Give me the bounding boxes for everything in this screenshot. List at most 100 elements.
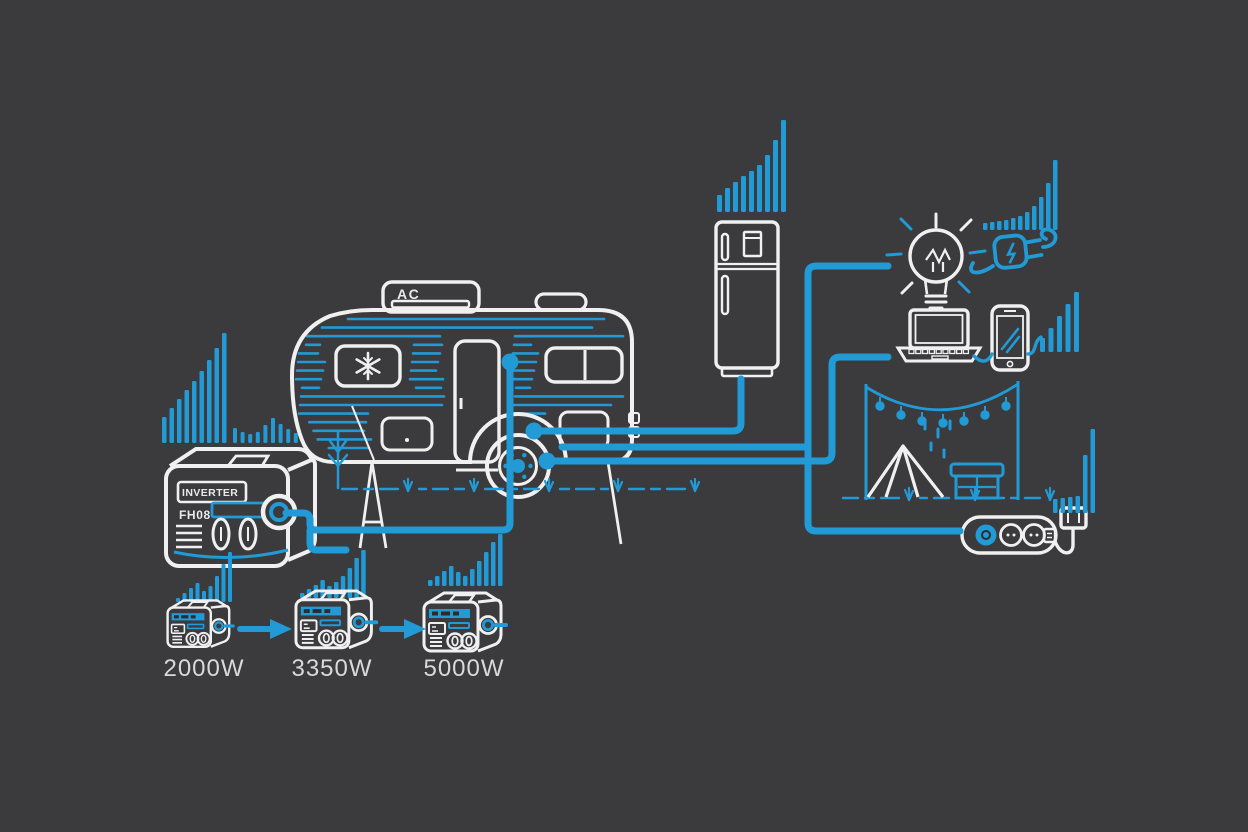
rv-door bbox=[453, 339, 501, 464]
laptop-key bbox=[908, 348, 915, 355]
signal-bar bbox=[177, 399, 182, 443]
plug-prong bbox=[1024, 253, 1044, 260]
signal-bar bbox=[1057, 316, 1062, 352]
station-button bbox=[238, 517, 258, 551]
phone-body bbox=[990, 304, 1030, 372]
bars-phone bbox=[1040, 292, 1079, 352]
wattage-label-5000: 5000W bbox=[423, 655, 504, 682]
portable-power-station-icon: INVERTER FH08 bbox=[164, 447, 317, 568]
phone-screen bbox=[996, 315, 1024, 359]
signal-bar bbox=[271, 418, 275, 443]
wheel-rim bbox=[498, 446, 538, 486]
bulb-ray bbox=[968, 249, 987, 255]
junction-dots bbox=[501, 353, 556, 470]
signal-bar bbox=[255, 432, 260, 443]
signal-bar bbox=[997, 221, 1002, 230]
station-brand-plate bbox=[176, 480, 248, 504]
junction-dot bbox=[525, 422, 543, 440]
wheel-lug bbox=[522, 474, 527, 479]
bulb-glass bbox=[908, 228, 964, 284]
sapling-icon bbox=[327, 430, 349, 490]
bars-fridge bbox=[717, 120, 786, 212]
tent-icon bbox=[866, 444, 945, 498]
signal-bar bbox=[717, 195, 722, 212]
wattage-label-3350: 3350W bbox=[291, 655, 372, 682]
signal-bar bbox=[1053, 499, 1058, 513]
bars-left-ramp bbox=[162, 333, 227, 443]
string-lights-icon bbox=[864, 381, 1020, 500]
signal-bar bbox=[1060, 498, 1065, 513]
signal-bar bbox=[215, 576, 219, 602]
fridge-body bbox=[714, 220, 780, 370]
smartphone-icon bbox=[990, 304, 1030, 372]
signal-bar bbox=[749, 171, 754, 212]
conduit-stub bbox=[306, 526, 350, 554]
strip-switch bbox=[1042, 527, 1057, 544]
power-plug-icon bbox=[969, 227, 1058, 275]
plug-spark bbox=[1006, 242, 1017, 264]
signal-bar bbox=[1039, 197, 1044, 230]
upgrade-path: 2000W 3350W 5000W bbox=[163, 588, 508, 682]
phone-button bbox=[1006, 360, 1014, 368]
arrow-right-icon-2 bbox=[379, 619, 426, 639]
station-handle bbox=[226, 454, 271, 467]
arrow-right-icon-1 bbox=[237, 619, 292, 639]
signal-bar bbox=[491, 542, 496, 586]
strip-outlet-hole bbox=[1012, 533, 1016, 537]
bars-left-tail bbox=[233, 418, 298, 443]
conduit-main-bulb-strip bbox=[804, 262, 964, 535]
string-bulb bbox=[875, 401, 885, 411]
signal-bar bbox=[228, 552, 232, 602]
rv-bumper bbox=[628, 412, 640, 424]
wall-plug-icon bbox=[1059, 506, 1088, 530]
bulb-neck bbox=[923, 278, 949, 295]
strip-outlet-hole bbox=[1029, 533, 1033, 537]
signal-bar bbox=[463, 576, 468, 586]
signal-bar bbox=[240, 432, 245, 443]
signal-bar bbox=[214, 348, 219, 443]
fridge-magnet bbox=[742, 230, 763, 258]
station-brand-label: INVERTER bbox=[182, 487, 238, 499]
cable-phone-to-bars bbox=[1026, 335, 1043, 356]
strip-outlet-hole bbox=[1006, 533, 1010, 537]
signal-bar bbox=[263, 425, 268, 443]
rv-front-hatch bbox=[380, 416, 434, 452]
wheel-icon bbox=[485, 433, 551, 499]
signal-bar bbox=[1090, 429, 1095, 513]
signal-bar bbox=[1048, 328, 1054, 352]
signal-bar bbox=[162, 417, 167, 443]
fridge-base bbox=[720, 366, 774, 378]
strip-outlet bbox=[1022, 523, 1046, 547]
wheel-lug bbox=[522, 453, 527, 458]
generator-3350w-icon bbox=[293, 588, 379, 650]
tent-inner bbox=[884, 445, 920, 498]
laptop-key bbox=[962, 348, 970, 355]
signal-bar bbox=[354, 558, 359, 598]
bulb-base bbox=[924, 294, 948, 310]
rv-window-left bbox=[334, 344, 402, 388]
signal-bar bbox=[435, 576, 440, 586]
signal-bar bbox=[477, 561, 482, 586]
bulb-ray bbox=[900, 281, 914, 295]
signal-bar bbox=[1032, 206, 1037, 230]
bars-gen-2000 bbox=[176, 552, 232, 602]
signal-bar bbox=[176, 598, 180, 602]
rv-front-seam bbox=[351, 405, 375, 461]
fridge-handle-top bbox=[720, 232, 730, 262]
station-vents bbox=[176, 524, 202, 549]
plug-prong bbox=[1023, 238, 1042, 245]
signal-bar bbox=[347, 568, 353, 598]
strip-outlet-hole bbox=[1035, 533, 1039, 537]
wheel-hub bbox=[511, 459, 525, 473]
bulb-ray bbox=[959, 218, 973, 232]
ac-unit-icon: AC bbox=[381, 280, 481, 314]
string-bulb bbox=[1001, 401, 1011, 411]
signal-bar bbox=[470, 569, 475, 586]
signal-bar bbox=[733, 182, 738, 212]
tent-scene bbox=[864, 381, 1020, 500]
plug-cable-right bbox=[1039, 227, 1058, 249]
signal-bar bbox=[195, 583, 200, 602]
bulb-filament bbox=[925, 247, 951, 272]
laptop-key bbox=[949, 348, 956, 355]
signal-bar bbox=[765, 155, 770, 212]
